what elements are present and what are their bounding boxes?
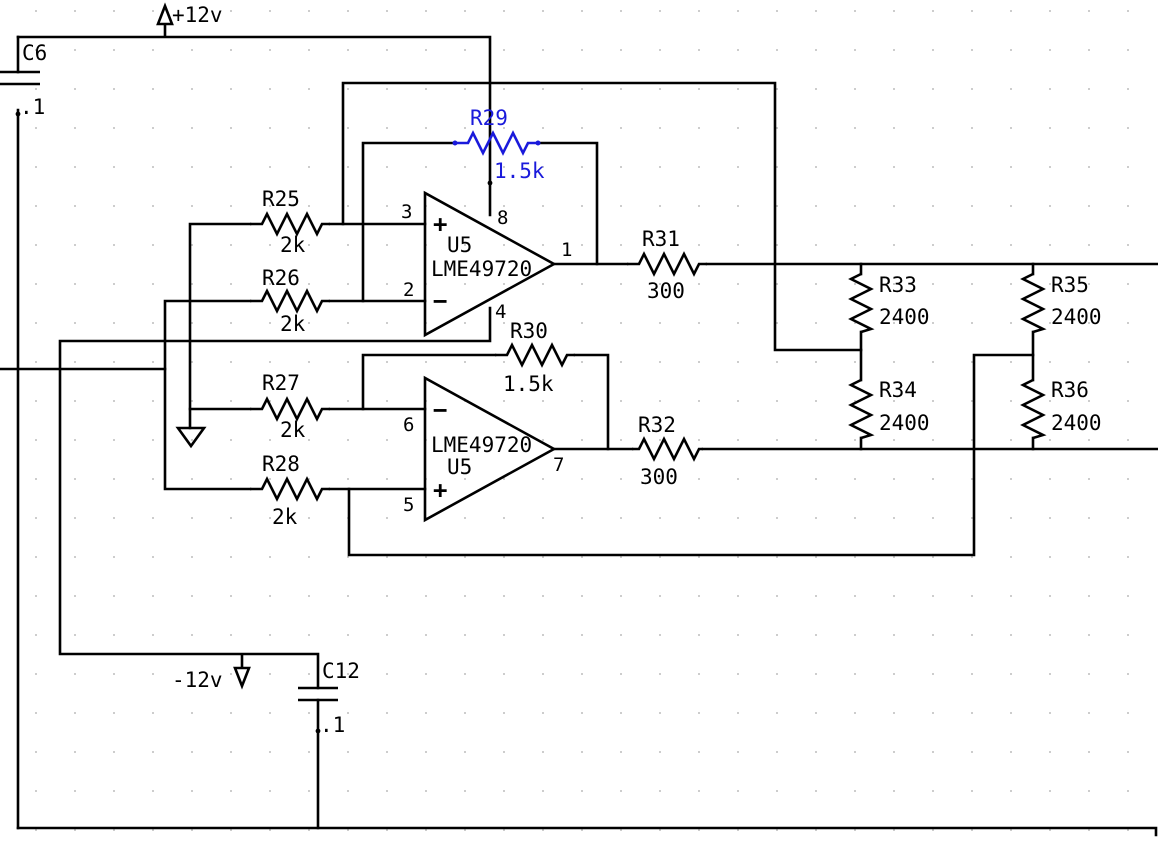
wire-r29-left[interactable] [361,141,457,303]
wire-r29-right[interactable] [536,141,599,266]
ground-symbol[interactable] [175,426,207,449]
pin-3: 3 [401,201,412,223]
r33-ref: R33 [879,273,917,297]
r32-ref: R32 [638,413,676,437]
r25-ref: R25 [262,187,300,211]
resistor-r32[interactable]: R32 300 [632,413,703,489]
lower-minus-sign: − [433,396,447,424]
resistor-r31[interactable]: R31 300 [627,227,707,303]
capacitor-c6[interactable]: C6 .1 [0,41,47,119]
wire-vplus-rail[interactable] [16,35,492,217]
lower-part: LME49720 [431,433,532,457]
lower-plus-sign: + [433,476,447,504]
wire-r30-left[interactable] [361,353,497,411]
r26-ref: R26 [262,266,300,290]
pin-4: 4 [495,301,506,323]
r35-value: 2400 [1051,305,1102,329]
wire-r25-left[interactable] [188,222,252,430]
vminus-symbol[interactable]: -12v [172,654,251,692]
wire-pin3-crossfeed[interactable] [341,81,863,352]
r28-value: 2k [272,505,298,529]
r27-value: 2k [280,418,306,442]
pin-markers [15,111,493,734]
r34-ref: R34 [879,378,917,402]
wire-r26-left[interactable] [163,299,252,491]
resistor-r29[interactable]: R29 1.5k [452,106,545,183]
vplus-label: +12v [172,3,223,27]
r31-ref: R31 [642,227,680,251]
r30-ref: R30 [510,319,548,343]
vplus-symbol[interactable]: +12v [156,2,223,37]
c6-ref: C6 [22,41,47,65]
r32-value: 300 [640,465,678,489]
r25-value: 2k [280,233,306,257]
resistor-r34[interactable]: R34 2400 [848,378,930,440]
wires [0,35,1158,837]
resistor-r26[interactable]: R26 2k [250,266,330,336]
resistor-r25[interactable]: R25 2k [250,187,330,257]
c12-value: .1 [320,713,345,737]
pin-8: 8 [497,207,508,229]
upper-part: LME49720 [431,257,532,281]
r36-value: 2400 [1051,411,1102,435]
pin-2: 2 [403,279,414,301]
r28-ref: R28 [262,452,300,476]
pin-6: 6 [403,414,414,436]
r35-ref: R35 [1051,273,1089,297]
grid-dots [35,10,1129,831]
pin-5: 5 [403,494,414,516]
upper-ref: U5 [447,233,472,257]
pin-7: 7 [553,454,564,476]
resistor-r35[interactable]: R35 2400 [1020,272,1102,334]
r33-value: 2400 [879,305,930,329]
upper-minus-sign: − [433,287,447,315]
r31-value: 300 [647,279,685,303]
r27-ref: R27 [262,371,300,395]
r26-value: 2k [280,312,306,336]
r29-value: 1.5k [494,159,545,183]
pin-1: 1 [561,239,572,261]
r30-value: 1.5k [503,372,554,396]
opamp-u5-lower[interactable]: − + LME49720 U5 6 5 7 [403,375,564,523]
lower-ref: U5 [447,455,472,479]
resistor-r36[interactable]: R36 2400 [1020,378,1102,440]
wire-vminus-rail[interactable] [58,306,492,690]
opamp-u5-upper[interactable]: + − U5 LME49720 3 2 1 8 4 [401,190,572,338]
wire-r30-right[interactable] [573,353,610,451]
resistor-r33[interactable]: R33 2400 [848,272,930,334]
c12-ref: C12 [322,659,360,683]
r34-value: 2400 [879,411,930,435]
r36-ref: R36 [1051,378,1089,402]
resistor-r27[interactable]: R27 2k [250,371,330,442]
r29-ref: R29 [470,106,508,130]
vminus-label: -12v [172,668,223,692]
upper-plus-sign: + [433,210,447,238]
resistor-r30[interactable]: R30 1.5k [495,319,575,396]
c6-value: .1 [20,95,45,119]
wire-pin5-crossfeed[interactable] [347,353,1035,557]
wire-ground-rail[interactable] [16,826,1158,837]
resistor-r28[interactable]: R28 2k [250,452,330,529]
capacitor-c12[interactable]: C12 .1 [298,659,360,737]
